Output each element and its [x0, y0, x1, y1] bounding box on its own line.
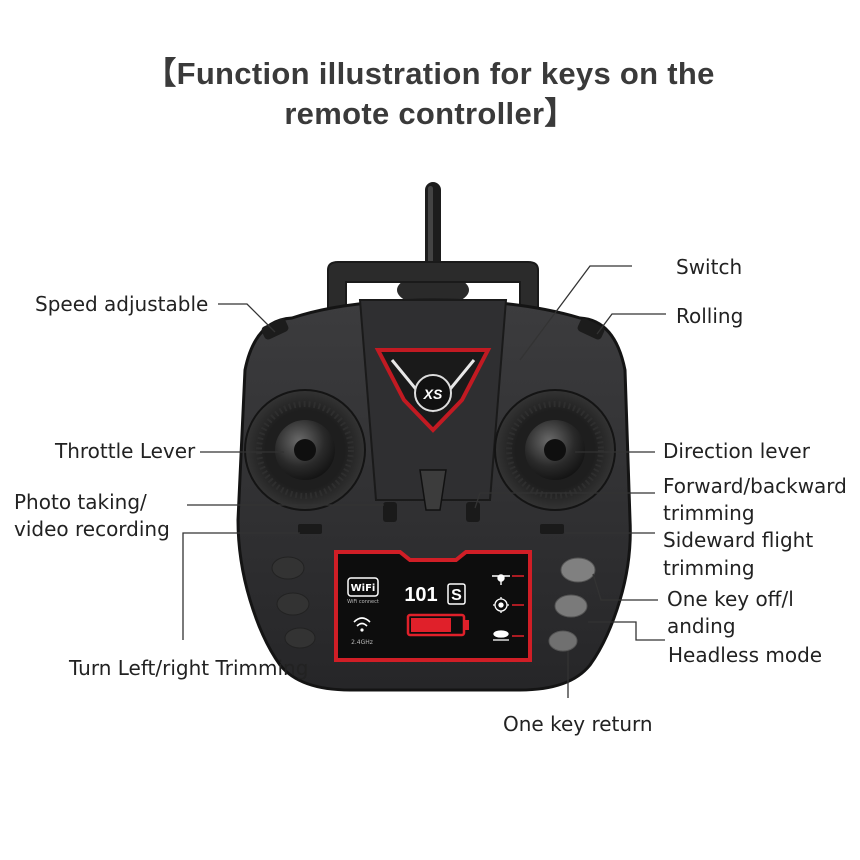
model-suffix: S — [451, 587, 462, 604]
sideward-trim-switch[interactable] — [540, 524, 564, 534]
label-one-key-off-line1: One key off/l — [667, 587, 794, 611]
one-key-return-button[interactable] — [548, 630, 578, 652]
leader-rolling — [596, 313, 666, 335]
throttle-lever[interactable] — [244, 389, 366, 511]
brand-emblem: XS — [374, 348, 492, 433]
label-rolling: Rolling — [676, 304, 744, 328]
label-switch: Switch — [676, 255, 743, 279]
forward-backward-trim-button[interactable] — [466, 502, 480, 522]
wifi-caption: WiFi connect — [347, 599, 379, 605]
direction-lever[interactable] — [494, 389, 616, 511]
leader-lines — [182, 265, 666, 698]
brand-logo-text: XS — [423, 386, 443, 402]
label-sideward-line1: Sideward flight — [663, 528, 814, 552]
photo-video-button[interactable] — [383, 502, 397, 522]
label-sideward-line2: trimming — [663, 556, 755, 580]
label-photo-video-line1: Photo taking/ — [14, 490, 147, 514]
label-speed-adjustable: Speed adjustable — [35, 292, 209, 316]
leader-headless — [588, 621, 665, 641]
drone-icon — [492, 574, 510, 585]
speed-adjustable-button[interactable] — [260, 317, 289, 341]
label-headless-mode: Headless mode — [668, 643, 823, 667]
frequency-readout: 2.4GHz — [351, 639, 373, 646]
wifi-signal-icon — [353, 617, 371, 632]
label-throttle-lever: Throttle Lever — [55, 439, 196, 463]
lcd-screen: WiFi WiFi connect 2.4GHz 101 S — [334, 550, 532, 662]
one-key-off-landing-button[interactable] — [560, 557, 596, 583]
wifi-badge: WiFi — [351, 583, 376, 594]
label-forward-backward-line2: trimming — [663, 501, 755, 525]
label-turn-trimming: Turn Left/right Trimming — [69, 656, 309, 680]
model-number: 101 — [404, 584, 437, 606]
label-one-key-return: One key return — [503, 712, 653, 736]
label-direction-lever: Direction lever — [663, 439, 810, 463]
leader-off-landing — [592, 573, 658, 601]
turn-trim-switch[interactable] — [298, 524, 322, 534]
landing-icon — [493, 630, 509, 641]
leader-forward-backward — [474, 492, 655, 509]
leader-speed-adjustable — [218, 303, 276, 333]
battery-icon — [406, 613, 469, 637]
gear-icon — [493, 597, 509, 613]
page-title-line-1: 【Function illustration for keys on the — [145, 56, 715, 91]
label-one-key-off-line2: anding — [667, 614, 736, 638]
switch-button[interactable] — [576, 317, 605, 341]
leader-turn-trim — [182, 532, 300, 640]
label-photo-video-line2: video recording — [14, 517, 170, 541]
leader-switch — [519, 265, 632, 361]
label-forward-backward-line1: Forward/backward — [663, 474, 847, 498]
headless-mode-button[interactable] — [554, 594, 588, 618]
page-title-line-2: remote controller】 — [284, 96, 576, 131]
antenna — [397, 182, 469, 306]
left-button-panel — [271, 556, 316, 649]
